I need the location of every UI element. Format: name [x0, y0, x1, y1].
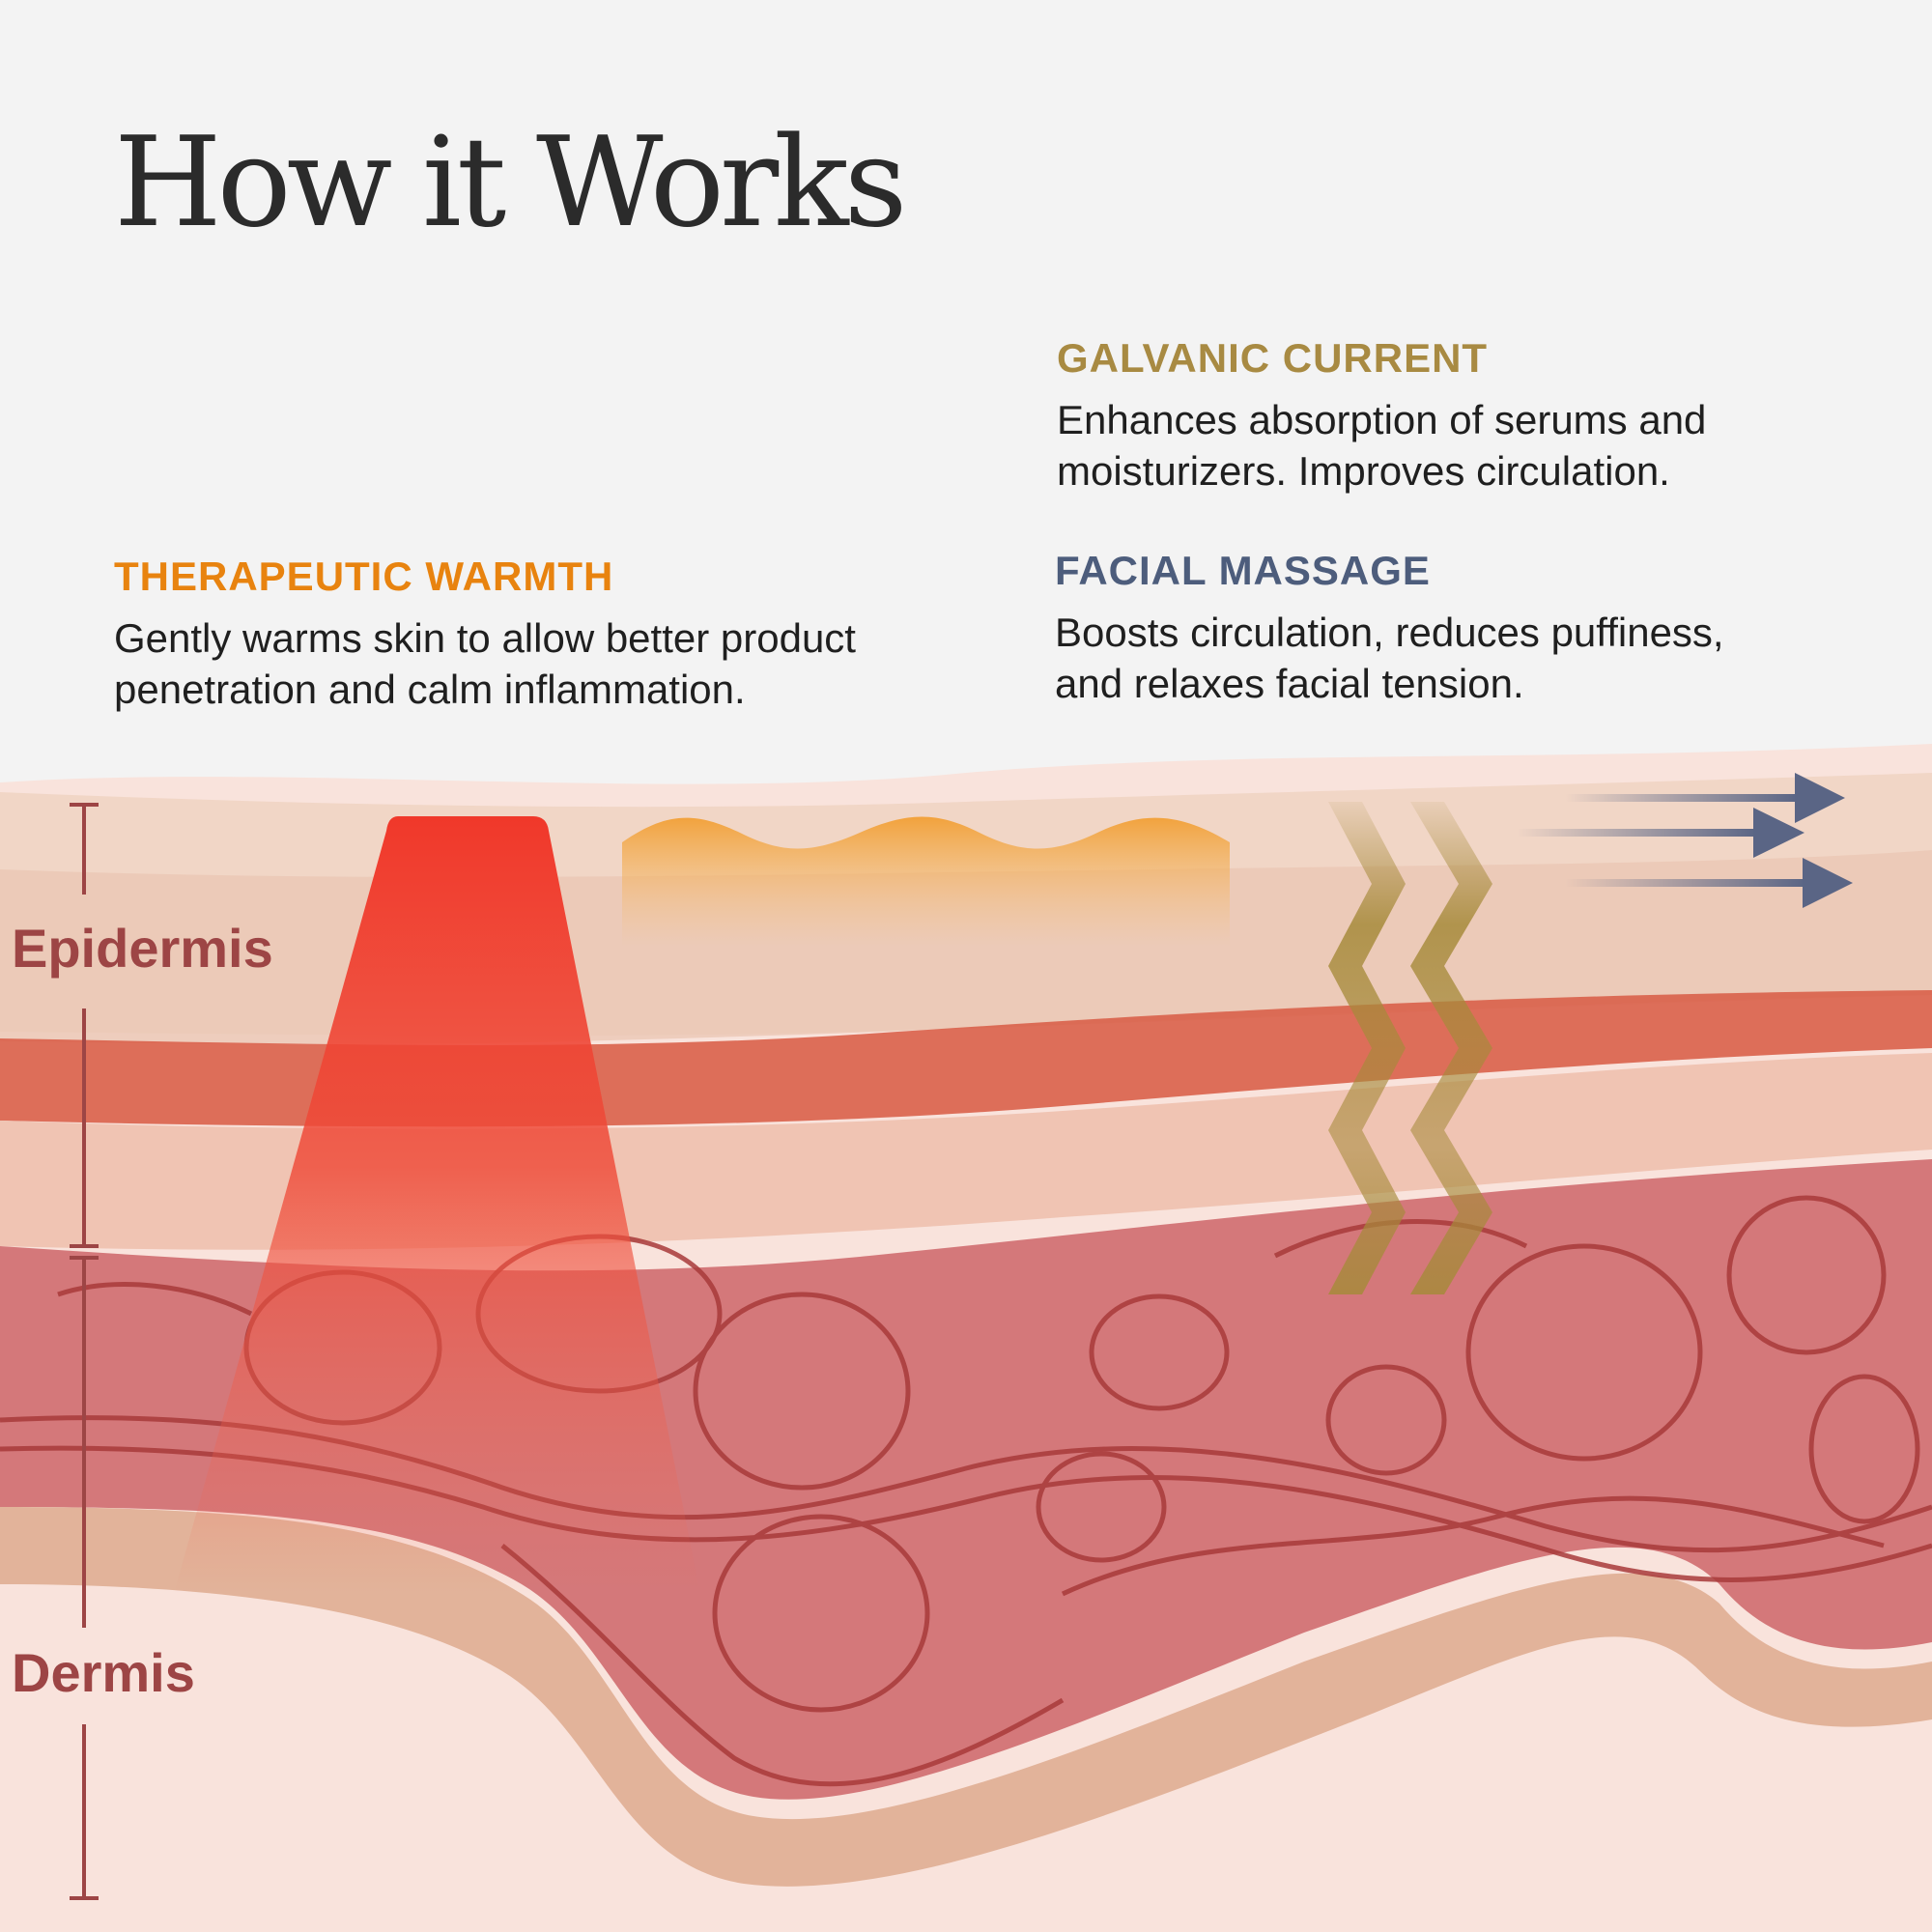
therapeutic-warmth-line-1: Gently warms skin to allow better produc…: [114, 615, 856, 662]
dermis-label: Dermis: [12, 1642, 195, 1703]
cell-5: [1036, 1451, 1167, 1563]
cell-3: [693, 1292, 911, 1491]
arrow-3-head: [1803, 858, 1853, 908]
therapeutic-warmth-line-2: penetration and calm inflammation.: [114, 667, 746, 713]
galvanic-current-line-1: Enhances absorption of serums and: [1057, 397, 1707, 443]
arrow-2-shaft: [1517, 829, 1758, 837]
cell-8: [1465, 1243, 1703, 1462]
cell-6: [1089, 1293, 1230, 1411]
facial-massage-line-1: Boosts circulation, reduces puffiness,: [1055, 610, 1724, 656]
dermis-shadow: [0, 1507, 1932, 1887]
galvanic-chevrons: [1328, 802, 1492, 1294]
arrow-1-shaft: [1565, 794, 1797, 802]
facial-massage-heading: FACIAL MASSAGE: [1055, 548, 1431, 593]
page-title: How it Works: [114, 111, 907, 255]
galvanic-current-description: Enhances absorption of serums and moistu…: [1057, 394, 1706, 497]
epidermis-label: Epidermis: [12, 918, 273, 979]
arrow-3-shaft: [1565, 879, 1806, 887]
fiber-5: [57, 1282, 253, 1317]
cell-7: [1325, 1364, 1447, 1476]
warmth-wave: [622, 816, 1230, 947]
cell-10: [1808, 1374, 1920, 1524]
heat-beam: [174, 816, 700, 1594]
fiber-3: [500, 1544, 1065, 1787]
galvanic-current-line-2: moisturizers. Improves circulation.: [1057, 448, 1670, 495]
fiber-4: [1061, 1495, 1885, 1597]
facial-massage-description: Boosts circulation, reduces puffiness, a…: [1055, 607, 1724, 709]
facial-massage-section: FACIAL MASSAGE Boosts circulation, reduc…: [1055, 547, 1724, 709]
therapeutic-warmth-heading: THERAPEUTIC WARMTH: [114, 554, 614, 599]
galvanic-current-heading: GALVANIC CURRENT: [1057, 335, 1489, 381]
cell-4: [712, 1514, 930, 1713]
chevron-2: [1410, 802, 1492, 1294]
layer-brackets: [70, 803, 99, 1900]
arrow-1-head: [1795, 773, 1845, 823]
cell-9: [1726, 1195, 1887, 1355]
chevron-1: [1328, 802, 1406, 1294]
fiber-6: [1273, 1219, 1528, 1259]
galvanic-current-section: GALVANIC CURRENT Enhances absorption of …: [1057, 334, 1706, 497]
massage-arrows: [1517, 773, 1853, 908]
therapeutic-warmth-section: THERAPEUTIC WARMTH Gently warms skin to …: [114, 553, 856, 715]
therapeutic-warmth-description: Gently warms skin to allow better produc…: [114, 612, 856, 715]
arrow-2-head: [1753, 808, 1804, 858]
facial-massage-line-2: and relaxes facial tension.: [1055, 661, 1524, 707]
